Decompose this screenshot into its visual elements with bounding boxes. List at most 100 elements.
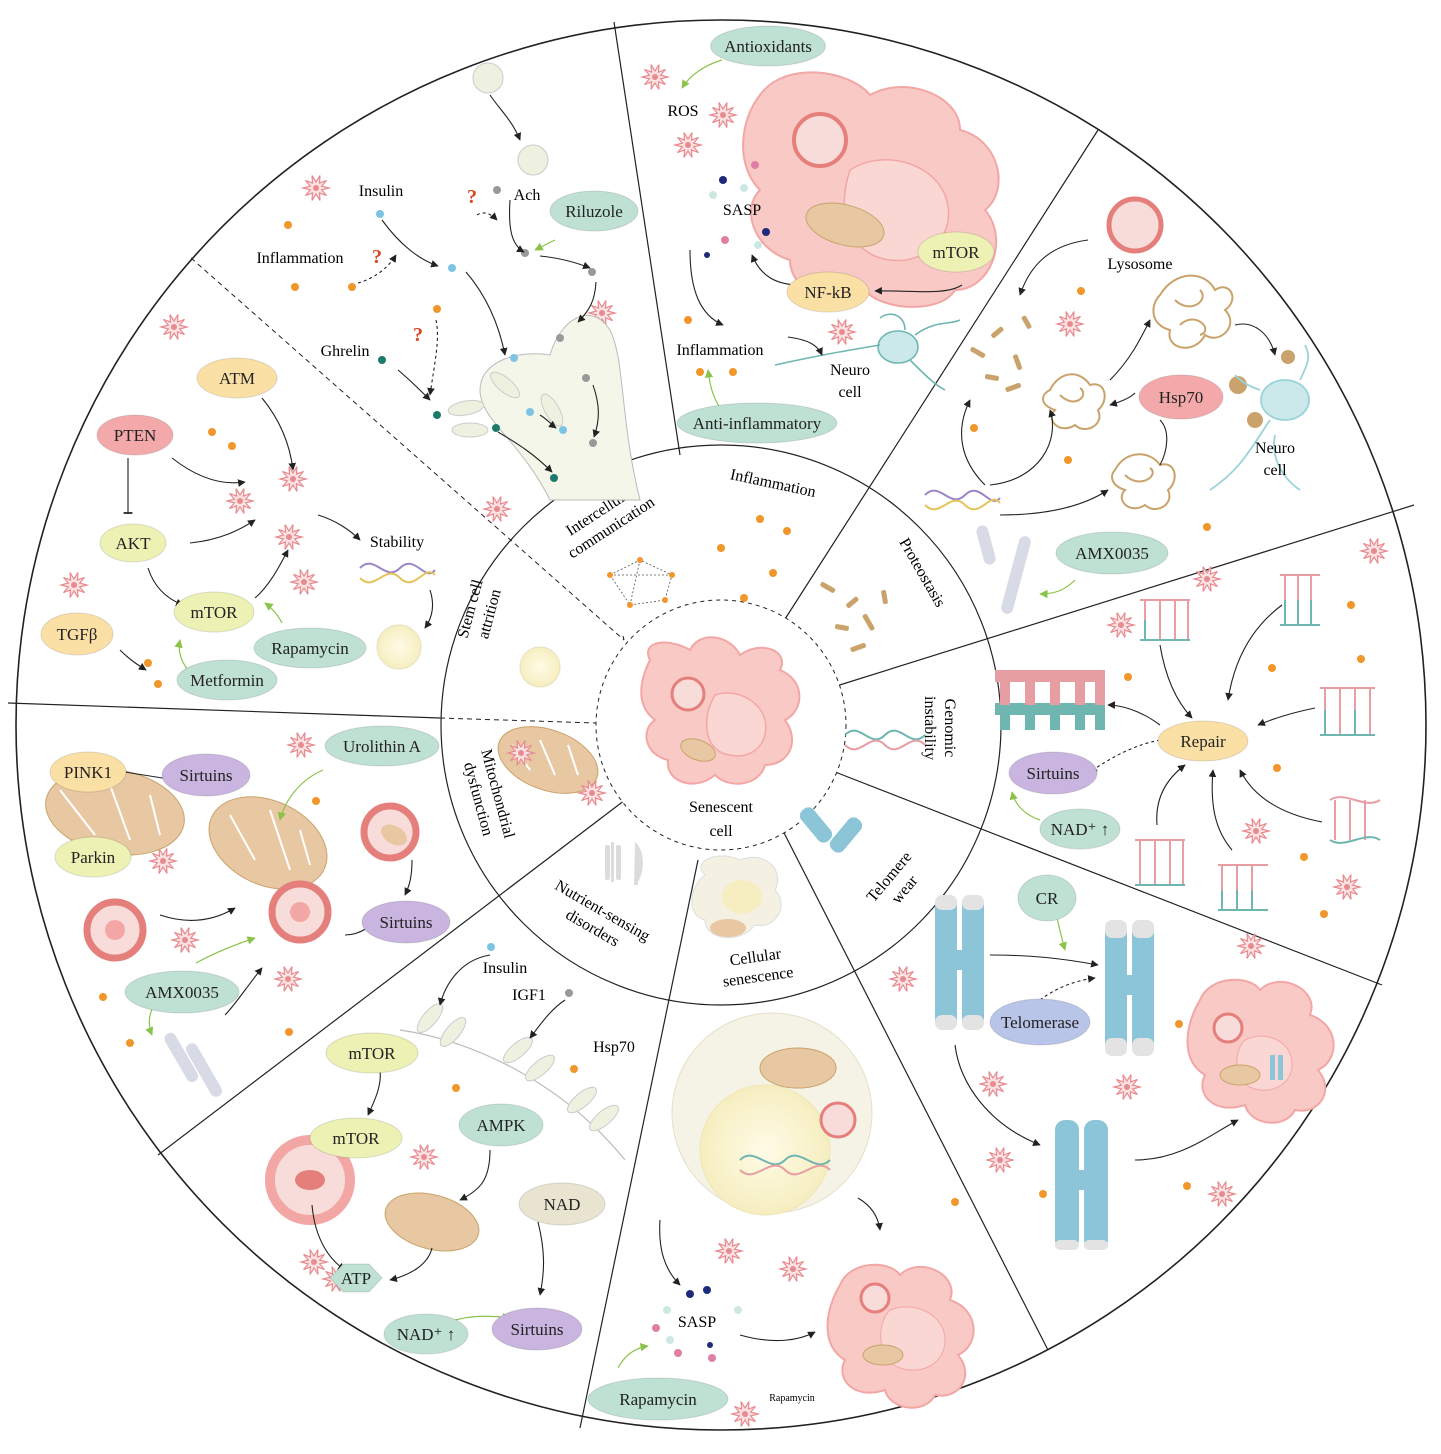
lysosome-mito-3 (360, 802, 420, 862)
pill-shape (196, 357, 278, 399)
ros-star-core-13 (1067, 321, 1073, 327)
pill-rapamycin-sen: Rapamycin (587, 1377, 729, 1421)
neuron-icon-2 (1209, 344, 1310, 491)
pill-ampk: AMPK (458, 1103, 544, 1147)
sector-intercellular: Insulin Ach Inflammation Ghrelin ? ? ? (256, 62, 641, 501)
senescent-cell-icon-small (691, 855, 782, 939)
igf1-label: IGF1 (512, 987, 546, 1004)
svg-text:Neuro: Neuro (1255, 440, 1295, 457)
sasp-label-bottom: SASP (678, 1314, 716, 1331)
pill-sirtuins-mito1: Sirtuins (161, 753, 251, 797)
pill-shape (587, 1377, 729, 1421)
signal-dot-39 (452, 1084, 460, 1092)
rapamycin-small-label: Rapamycin (769, 1393, 815, 1404)
chromosome-large-3 (1055, 1120, 1108, 1250)
pill-label: NF-kB (804, 283, 851, 302)
pill-shape (99, 523, 167, 563)
signal-dot-28 (1183, 1182, 1191, 1190)
signal-dot-35 (99, 993, 107, 1001)
pill-label: Rapamycin (271, 639, 349, 658)
ghrelin-label: Ghrelin (321, 343, 370, 360)
sector-senescence: SASP Rapamycin (617, 1012, 975, 1409)
signal-dot-21 (1268, 664, 1276, 672)
signal-dot-10 (696, 368, 704, 376)
network-nodes-icon (607, 557, 675, 608)
signal-dot-40 (570, 1065, 578, 1073)
signal-dot-5 (228, 442, 236, 450)
pill-sirtuins-nut: Sirtuins (491, 1307, 583, 1351)
signal-dot-37 (312, 797, 320, 805)
svg-text:cell: cell (838, 384, 862, 401)
molecule-pills: AntioxidantsRiluzolemTORNF-kBAnti-inflam… (40, 25, 1249, 1421)
pill-amx-mito: AMX0035 (124, 970, 240, 1014)
question-mark-2: ? (467, 186, 477, 208)
pill-shape (491, 1307, 583, 1351)
pill-label: mTOR (933, 243, 981, 262)
pill-shape (1017, 874, 1077, 922)
signal-dot-20 (1347, 601, 1355, 609)
ros-star-core-21 (990, 1081, 996, 1087)
pill-label: mTOR (191, 603, 239, 622)
insulin-label-bottom: Insulin (483, 960, 527, 977)
dna-ladder-small-set (1135, 574, 1381, 911)
pill-shape (325, 1032, 419, 1074)
pill-shape (124, 970, 240, 1014)
pill-rapamycin-stem: Rapamycin (253, 627, 367, 669)
neuron-icon-1 (774, 313, 961, 391)
ros-star-core-20 (1124, 1084, 1130, 1090)
lysosome-mito-1 (83, 898, 147, 962)
signal-dot-23 (1124, 673, 1132, 681)
signal-dot-9 (729, 368, 737, 376)
ros-star-core-7 (599, 310, 605, 316)
signal-dot-30 (951, 1198, 959, 1206)
ros-star-core-29 (790, 1266, 796, 1272)
ros-star-core-17 (1253, 828, 1259, 834)
ros-star-core-1 (171, 324, 177, 330)
sasp-label-top: SASP (723, 202, 761, 219)
pill-shape (1008, 751, 1098, 795)
pill-atp: ATP (329, 1263, 383, 1293)
ros-star-core-16 (1371, 548, 1377, 554)
hsp70-text-label: Hsp70 (593, 1039, 635, 1056)
svg-text:Neuro: Neuro (830, 362, 870, 379)
pill-metformin: Metformin (176, 659, 278, 701)
ros-star-core-18 (1344, 884, 1350, 890)
ros-star-core-24 (1248, 943, 1254, 949)
pill-nad-nut: NAD (518, 1182, 606, 1226)
pill-shape (54, 836, 132, 878)
pill-amx-prot: AMX0035 (1055, 531, 1169, 575)
pill-antioxidants: Antioxidants (710, 25, 826, 67)
ros-star-core-36 (518, 750, 524, 756)
misfolded-protein-icon (820, 582, 888, 652)
fork-knife-icon (605, 842, 643, 885)
stability-label: Stability (370, 534, 424, 551)
pill-label: Anti-inflammatory (693, 414, 822, 433)
pill-shape (253, 627, 367, 669)
signal-dot-3 (433, 305, 441, 313)
pill-label: Repair (1180, 732, 1226, 751)
signal-dot-6 (144, 659, 152, 667)
pill-label: AMX0035 (1075, 544, 1149, 563)
ros-star-core-12 (839, 329, 845, 335)
ros-star-core-33 (182, 937, 188, 943)
signal-dot-2 (348, 283, 356, 291)
pill-label: Antioxidants (724, 37, 812, 56)
ros-star-core-28 (726, 1248, 732, 1254)
dna-break-icon (844, 729, 926, 751)
pill-shape (549, 190, 639, 232)
pill-shape (324, 725, 440, 767)
pill-shape (989, 998, 1091, 1046)
pill-label: Sirtuins (511, 1320, 564, 1339)
pill-label: Parkin (71, 848, 116, 867)
ros-star-core-32 (160, 858, 166, 864)
pill-label: mTOR (333, 1129, 381, 1148)
signal-dot-26 (1320, 910, 1328, 918)
pill-shape (96, 414, 174, 456)
ros-star-core-4 (286, 534, 292, 540)
ros-star-core-10 (720, 112, 726, 118)
pill-label: ATP (341, 1269, 371, 1288)
sector-genomic (995, 574, 1381, 911)
pill-shape (49, 751, 127, 793)
sector-mito (45, 767, 420, 1097)
